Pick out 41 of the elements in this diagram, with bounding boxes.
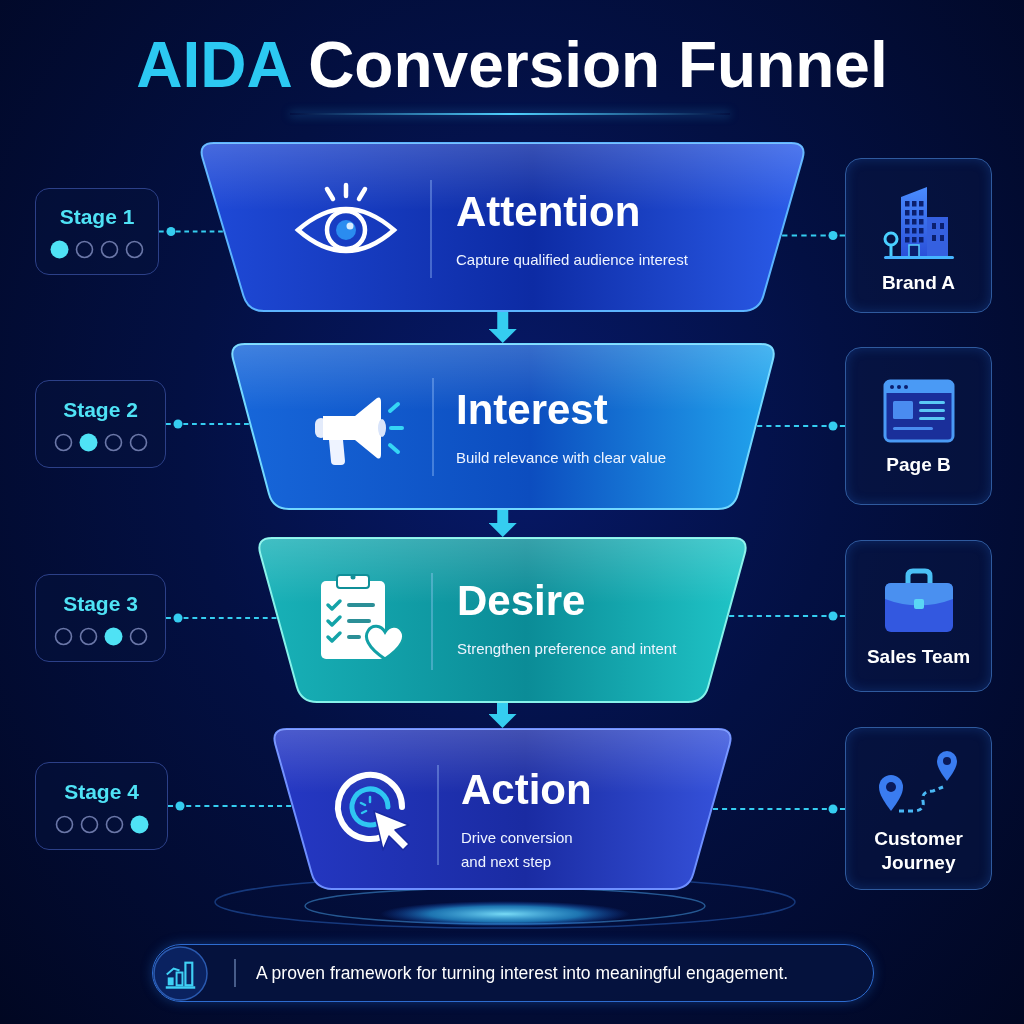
stage-card (35, 762, 168, 850)
summary-banner (152, 944, 874, 1002)
summary-text: A proven framework for turning interest into meaningful engagement. (256, 962, 789, 985)
card-label: Sales Team (866, 645, 971, 669)
dashed-connector (781, 231, 846, 240)
card-label: Customer Journey (873, 826, 964, 875)
funnel-level (270, 728, 735, 890)
stage-title: Interest (456, 386, 608, 434)
stage-label: Stage 4 (64, 778, 139, 804)
touchpoint-card (845, 540, 992, 692)
dashed-connector (712, 804, 846, 814)
dashed-connector (165, 613, 278, 623)
stage-card (35, 380, 166, 468)
card-label: Page B (886, 453, 951, 477)
dashed-connector (158, 227, 224, 236)
stage-label: Stage 3 (63, 590, 138, 616)
touchpoint-card (845, 347, 992, 505)
flow-arrow (488, 703, 517, 728)
stage-title: Desire (457, 577, 586, 625)
stage-label: Stage 1 (59, 204, 135, 229)
funnel-level (228, 343, 778, 510)
card-label: Brand A (881, 270, 956, 295)
stage-title: Action (461, 766, 592, 814)
dashed-connector (165, 419, 250, 429)
stage-description: Strengthen preference and intent (457, 639, 677, 659)
touchpoint-card (845, 727, 992, 890)
funnel-level (255, 537, 750, 703)
diagram-title: AIDA Conversion Funnel (135, 28, 889, 103)
stage-card (35, 188, 159, 275)
stage-title: Attention (456, 188, 641, 236)
stage-card (35, 574, 166, 662)
flow-arrow (488, 312, 517, 343)
stage-description: Drive conversion and next step (461, 828, 574, 872)
dashed-connector (756, 421, 846, 431)
stage-description: Capture qualified audience interest (456, 250, 688, 270)
stage-label: Stage 2 (63, 396, 138, 422)
flow-arrow (488, 510, 517, 537)
dashed-connector (728, 611, 846, 621)
stage-description: Build relevance with clear value (456, 448, 667, 468)
touchpoint-card (845, 158, 992, 313)
dashed-connector (167, 801, 293, 811)
